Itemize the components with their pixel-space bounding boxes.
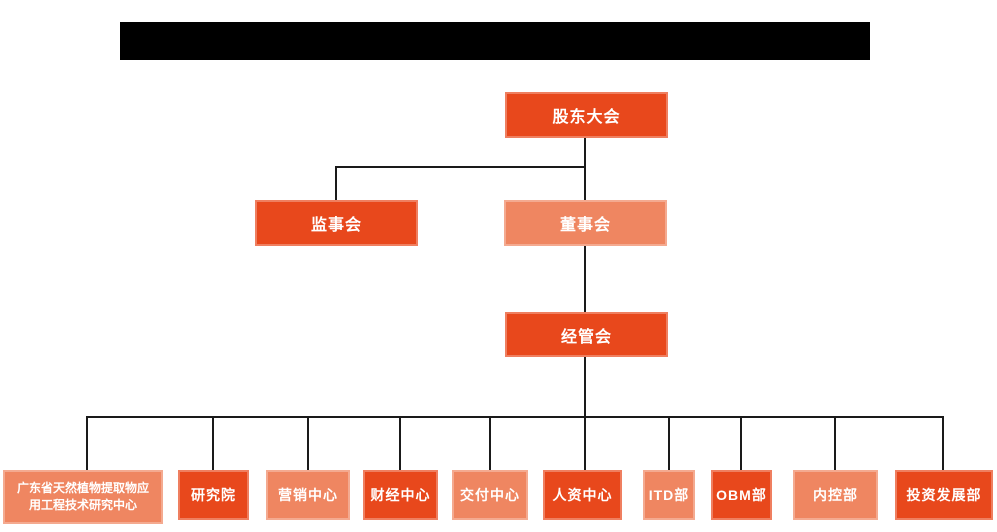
- node-finance-center: 财经中心: [363, 470, 438, 520]
- connector-root-down: [584, 138, 586, 168]
- node-label: 内控部: [813, 487, 858, 503]
- node-label: 股东大会: [552, 109, 621, 126]
- node-marketing-center: 营销中心: [266, 470, 350, 520]
- node-label: 研究院: [191, 487, 236, 503]
- node-gd-plant-extract-research-center: 广东省天然植物提取物应用工程技术研究中心: [3, 470, 163, 524]
- node-shareholders-meeting: 股东大会: [505, 92, 668, 138]
- node-label: 交付中心: [460, 487, 520, 503]
- node-delivery-center: 交付中心: [452, 470, 528, 520]
- node-label: 监事会: [310, 217, 362, 234]
- connector-drop-1: [86, 416, 88, 470]
- node-board-of-directors: 董事会: [504, 200, 667, 246]
- node-investment-development-department: 投资发展部: [895, 470, 993, 520]
- node-label: 财经中心: [370, 487, 431, 503]
- node-research-institute: 研究院: [178, 470, 249, 520]
- connector-to-supervisory-board: [335, 166, 337, 200]
- connector-drop-5: [489, 416, 491, 470]
- connector-departments-horizontal: [86, 416, 944, 418]
- connector-drop-7: [668, 416, 670, 470]
- node-label: 经管会: [560, 328, 612, 346]
- connector-drop-9: [834, 416, 836, 470]
- node-label: 人资中心: [552, 487, 613, 503]
- connector-drop-4: [399, 416, 401, 470]
- connector-management-down: [584, 357, 586, 418]
- node-supervisory-board: 监事会: [255, 200, 418, 246]
- node-internal-control-department: 内控部: [793, 470, 878, 520]
- node-label: ITD部: [648, 487, 690, 503]
- node-label: OBM部: [716, 487, 767, 503]
- node-itd-department: ITD部: [643, 470, 695, 520]
- connector-board-to-management: [584, 246, 586, 312]
- connector-drop-8: [740, 416, 742, 470]
- redacted-title-bar: [120, 22, 870, 60]
- node-label: 董事会: [559, 217, 611, 234]
- node-obm-department: OBM部: [711, 470, 772, 520]
- node-hr-center: 人资中心: [543, 470, 622, 520]
- connector-to-board-of-directors: [584, 166, 586, 200]
- connector-level2-horizontal: [336, 166, 586, 168]
- connector-drop-10: [942, 416, 944, 470]
- node-label: 投资发展部: [906, 487, 982, 503]
- node-label: 营销中心: [278, 487, 338, 503]
- connector-drop-6: [584, 416, 586, 470]
- connector-drop-2: [212, 416, 214, 470]
- node-label: 广东省天然植物提取物应用工程技术研究中心: [16, 480, 149, 512]
- connector-drop-3: [307, 416, 309, 470]
- node-management-committee: 经管会: [505, 312, 668, 357]
